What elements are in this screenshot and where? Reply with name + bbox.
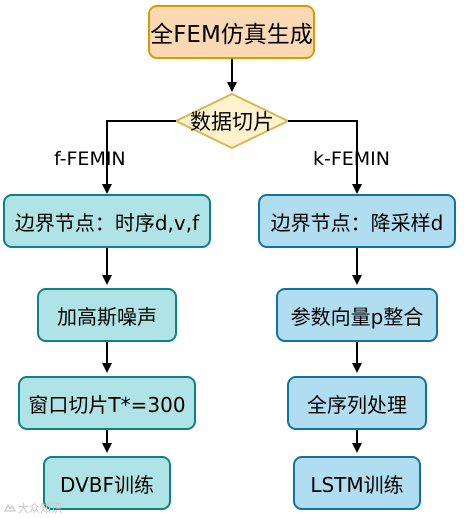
edge-decision-to-left-branch xyxy=(102,120,176,194)
right-step-full-sequence: 全序列处理 xyxy=(287,376,427,430)
root-node: 全FEM仿真生成 xyxy=(148,5,315,59)
watermark-text: 大众知识 xyxy=(18,502,62,515)
right-branch-label: k-FEMIN xyxy=(313,148,391,170)
right-step-boundary-downsample: 边界节点：降采样d xyxy=(258,194,456,248)
edge-decision-to-right-branch xyxy=(288,120,362,194)
decision-diamond xyxy=(173,92,291,150)
left-step-boundary-timeseries: 边界节点：时序d,v,f xyxy=(3,194,211,248)
decision-label: 数据切片 xyxy=(190,110,274,134)
watermark: 大众知识 xyxy=(4,500,62,516)
left-branch-label: f-FEMIN xyxy=(54,148,126,170)
left-step-window-slicing: 窗口切片T*=300 xyxy=(18,376,196,430)
app-logo-icon xyxy=(4,503,16,512)
right-step-parameter-vector: 参数向量p整合 xyxy=(276,288,438,342)
right-step-lstm-training: LSTM训练 xyxy=(293,456,421,510)
left-step-dvbf-training: DVBF训练 xyxy=(43,456,171,510)
left-step-gaussian-noise: 加高斯噪声 xyxy=(37,288,177,342)
